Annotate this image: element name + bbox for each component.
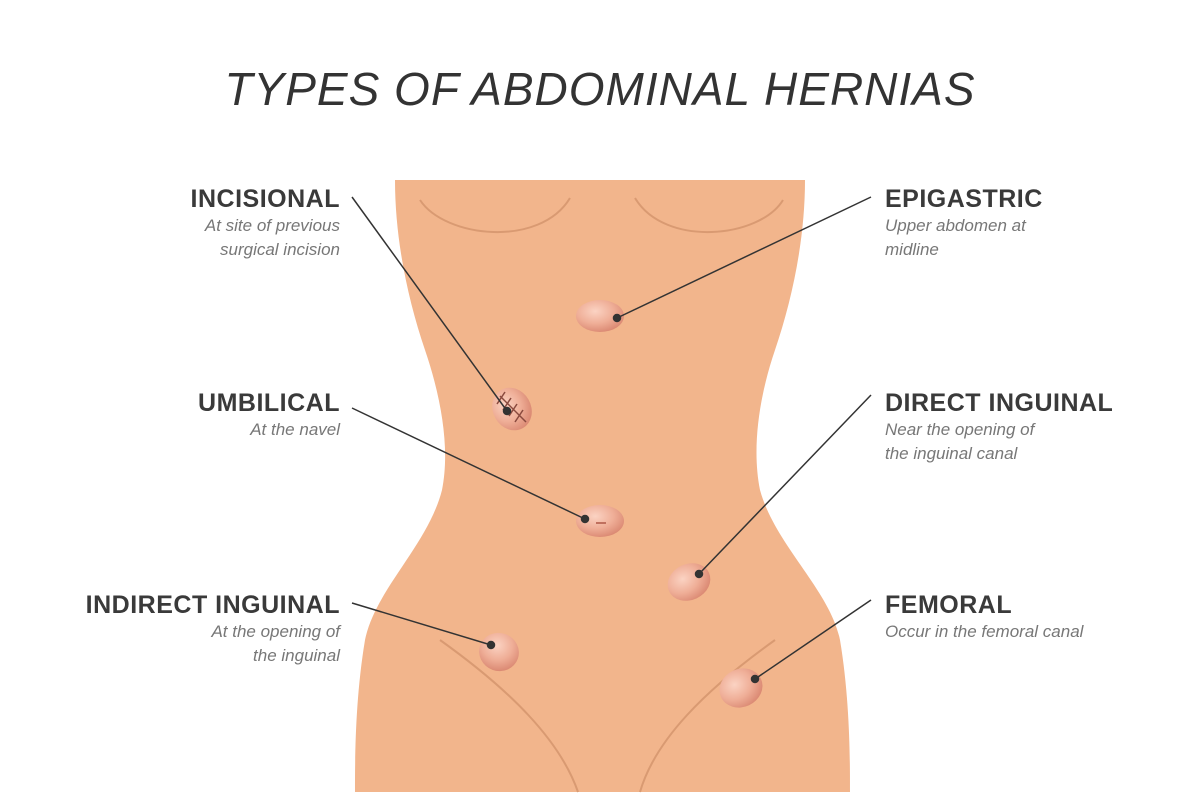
epigastric-desc-line1: Upper abdomen at (885, 216, 1026, 235)
label-epigastric: EPIGASTRIC Upper abdomen at midline (885, 184, 1185, 262)
direct-inguinal-desc-line2: the inguinal canal (885, 444, 1018, 463)
incisional-leader-dot (502, 406, 512, 416)
incisional-desc-line1: At site of previous (204, 216, 340, 235)
label-incisional: INCISIONAL At site of previous surgical … (40, 184, 340, 262)
femoral-leader (754, 599, 872, 680)
direct-inguinal-leader-dot (694, 569, 704, 579)
indirect-inguinal-leader (351, 602, 492, 646)
indirect-inguinal-desc-line1: At the opening of (211, 622, 340, 641)
label-indirect-inguinal: INDIRECT INGUINAL At the opening of the … (40, 590, 340, 668)
incisional-stitches-icon (496, 391, 527, 423)
epigastric-desc-line2: midline (885, 240, 939, 259)
label-direct-inguinal: DIRECT INGUINAL Near the opening of the … (885, 388, 1185, 466)
left-breast-line (419, 197, 571, 234)
indirect-inguinal-name: INDIRECT INGUINAL (85, 591, 340, 619)
torso (355, 180, 850, 792)
right-breast-line (634, 197, 784, 234)
left-groin-line (439, 639, 579, 793)
epigastric-leader-dot (612, 313, 622, 323)
incisional-leader (351, 196, 508, 412)
femoral-desc-line1: Occur in the femoral canal (885, 622, 1084, 641)
umbilical-leader-dot (580, 514, 590, 524)
indirect-inguinal-desc-line2: the inguinal (253, 646, 340, 665)
femoral-name: FEMORAL (885, 591, 1013, 619)
right-groin-line (639, 639, 776, 793)
umbilical-desc-line1: At the navel (250, 420, 340, 439)
page-title: TYPES OF ABDOMINAL HERNIAS (224, 63, 976, 115)
femoral-leader-dot (750, 674, 760, 684)
umbilical-bulge (576, 505, 624, 537)
incisional-desc-line2: surgical incision (220, 240, 340, 259)
umbilical-name: UMBILICAL (198, 389, 340, 417)
label-femoral: FEMORAL Occur in the femoral canal (885, 590, 1185, 644)
direct-inguinal-desc-line1: Near the opening of (885, 420, 1035, 439)
label-umbilical: UMBILICAL At the navel (40, 388, 340, 442)
direct-inguinal-leader (698, 394, 872, 575)
epigastric-leader (616, 196, 872, 319)
epigastric-bulge (576, 300, 624, 332)
umbilical-leader (351, 407, 586, 520)
indirect-inguinal-leader-dot (486, 640, 496, 650)
incisional-name: INCISIONAL (190, 185, 340, 213)
direct-inguinal-name: DIRECT INGUINAL (885, 389, 1114, 417)
epigastric-name: EPIGASTRIC (885, 185, 1043, 213)
